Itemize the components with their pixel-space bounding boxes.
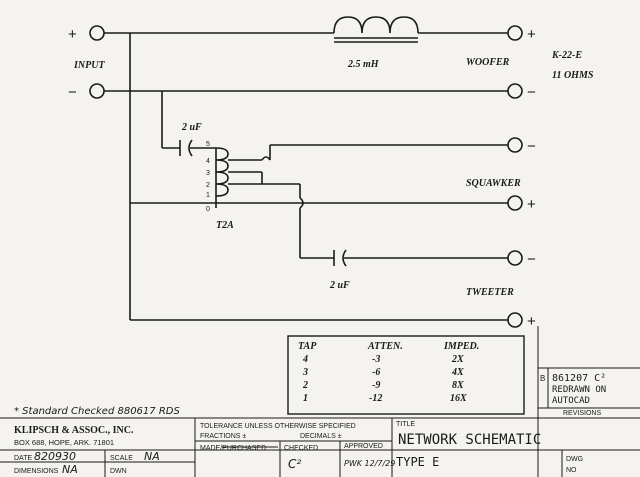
made-label: MADE/PURCHASED xyxy=(200,445,266,452)
capacitor-2-label: 2 uF xyxy=(329,280,350,291)
tolerance-label: TOLERANCE UNLESS OTHERWISE SPECIFIED xyxy=(200,423,356,430)
checked-value: C² xyxy=(288,457,301,471)
wires xyxy=(104,32,508,321)
terminals xyxy=(89,25,523,328)
woofer-plus-sign: + xyxy=(527,26,536,43)
svg-text:16X: 16X xyxy=(450,393,467,404)
squawker-minus-sign: − xyxy=(527,138,536,155)
svg-text:1: 1 xyxy=(303,393,308,404)
scale-value: NA xyxy=(144,450,160,463)
table-row: 3 -6 4X xyxy=(302,367,464,378)
tap-label-0: 0 xyxy=(206,206,210,213)
approved-label: APPROVED xyxy=(344,443,383,450)
woofer-minus-sign: − xyxy=(527,84,536,101)
revision-date: 861207 C² xyxy=(552,373,606,384)
tweeter-plus-terminal xyxy=(507,312,523,328)
tap-label-5: 5 xyxy=(206,141,210,148)
tap-label-2: 2 xyxy=(206,182,210,189)
imped-header: IMPED. xyxy=(443,341,479,352)
inductor-label: 2.5 mH xyxy=(347,59,380,70)
decimals-label: DECIMALS ± xyxy=(300,433,342,440)
revision-note-1: REDRAWN ON xyxy=(552,385,606,395)
dimensions-value: NA xyxy=(62,463,78,476)
capacitor-1-label: 2 uF xyxy=(181,122,202,133)
svg-text:4X: 4X xyxy=(451,367,464,378)
input-label: INPUT xyxy=(73,60,105,71)
squawker-label: SQUAWKER xyxy=(466,178,521,189)
title-label: TITLE xyxy=(396,421,415,428)
svg-text:-12: -12 xyxy=(369,393,382,404)
tap-label-1: 1 xyxy=(206,192,210,199)
atten-header: ATTEN. xyxy=(367,341,403,352)
company-address: BOX 688, HOPE, ARK. 71801 xyxy=(14,438,114,447)
no-label: NO xyxy=(566,467,577,474)
svg-text:4: 4 xyxy=(302,354,308,365)
svg-text:8X: 8X xyxy=(452,380,464,391)
capacitor-1-symbol xyxy=(179,139,193,157)
svg-text:2: 2 xyxy=(302,380,308,391)
svg-text:2X: 2X xyxy=(451,354,464,365)
revisions-label: REVISIONS xyxy=(563,410,601,417)
handwritten-check-note: * Standard Checked 880617 RDS xyxy=(14,406,180,417)
woofer-minus-terminal xyxy=(507,83,523,99)
transformer-symbol xyxy=(215,147,229,197)
transformer-label: T2A xyxy=(216,220,234,231)
drawing-type: TYPE E xyxy=(396,455,439,469)
drawing-title: NETWORK SCHEMATIC xyxy=(398,432,541,448)
input-minus-sign: − xyxy=(68,84,77,101)
table-row: 1 -12 16X xyxy=(303,393,467,404)
input-plus-terminal xyxy=(89,25,105,41)
squawker-plus-sign: + xyxy=(527,196,536,213)
impedance-label: 11 OHMS xyxy=(552,70,594,81)
tweeter-label: TWEETER xyxy=(466,287,514,298)
tap-label-4: 4 xyxy=(206,158,210,165)
tap-header: TAP xyxy=(298,341,317,352)
scale-label: SCALE xyxy=(110,455,133,462)
dimensions-label: DIMENSIONS xyxy=(14,468,59,475)
svg-text:-6: -6 xyxy=(372,367,380,378)
inductor-symbol xyxy=(333,16,419,43)
date-value: 820930 xyxy=(34,450,76,463)
squawker-plus-terminal xyxy=(507,195,523,211)
transformer-taps: 5 4 3 2 1 0 xyxy=(206,141,210,213)
tweeter-minus-terminal xyxy=(507,250,523,266)
tweeter-minus-sign: − xyxy=(527,251,536,268)
model-label: K-22-E xyxy=(551,50,582,61)
revision-letter: B xyxy=(540,374,545,383)
svg-text:-3: -3 xyxy=(372,354,380,365)
company-name: KLIPSCH & ASSOC., INC. xyxy=(14,425,134,436)
input-plus-sign: + xyxy=(68,26,77,43)
svg-text:-9: -9 xyxy=(372,380,380,391)
checked-label: CHECKED xyxy=(284,445,318,452)
svg-text:3: 3 xyxy=(302,367,308,378)
table-row: 4 -3 2X xyxy=(302,354,464,365)
tap-table: TAP ATTEN. IMPED. 4 -3 2X 3 -6 4X 2 -9 8… xyxy=(287,335,525,415)
revision-note-2: AUTOCAD xyxy=(552,396,590,406)
woofer-label: WOOFER xyxy=(466,57,510,68)
table-row: 2 -9 8X xyxy=(302,380,464,391)
tweeter-plus-sign: + xyxy=(527,313,536,330)
tap-label-3: 3 xyxy=(206,170,210,177)
title-block-grid xyxy=(0,417,640,477)
woofer-plus-terminal xyxy=(507,25,523,41)
dwg-label: DWG xyxy=(566,456,583,463)
capacitor-2-symbol xyxy=(333,249,347,267)
fractions-label: FRACTIONS ± xyxy=(200,433,246,440)
input-minus-terminal xyxy=(89,83,105,99)
approved-value: PWK 12/7/29 xyxy=(344,459,395,468)
dwn-label: DWN xyxy=(110,468,127,475)
squawker-minus-terminal xyxy=(507,137,523,153)
date-label: DATE xyxy=(14,455,32,462)
